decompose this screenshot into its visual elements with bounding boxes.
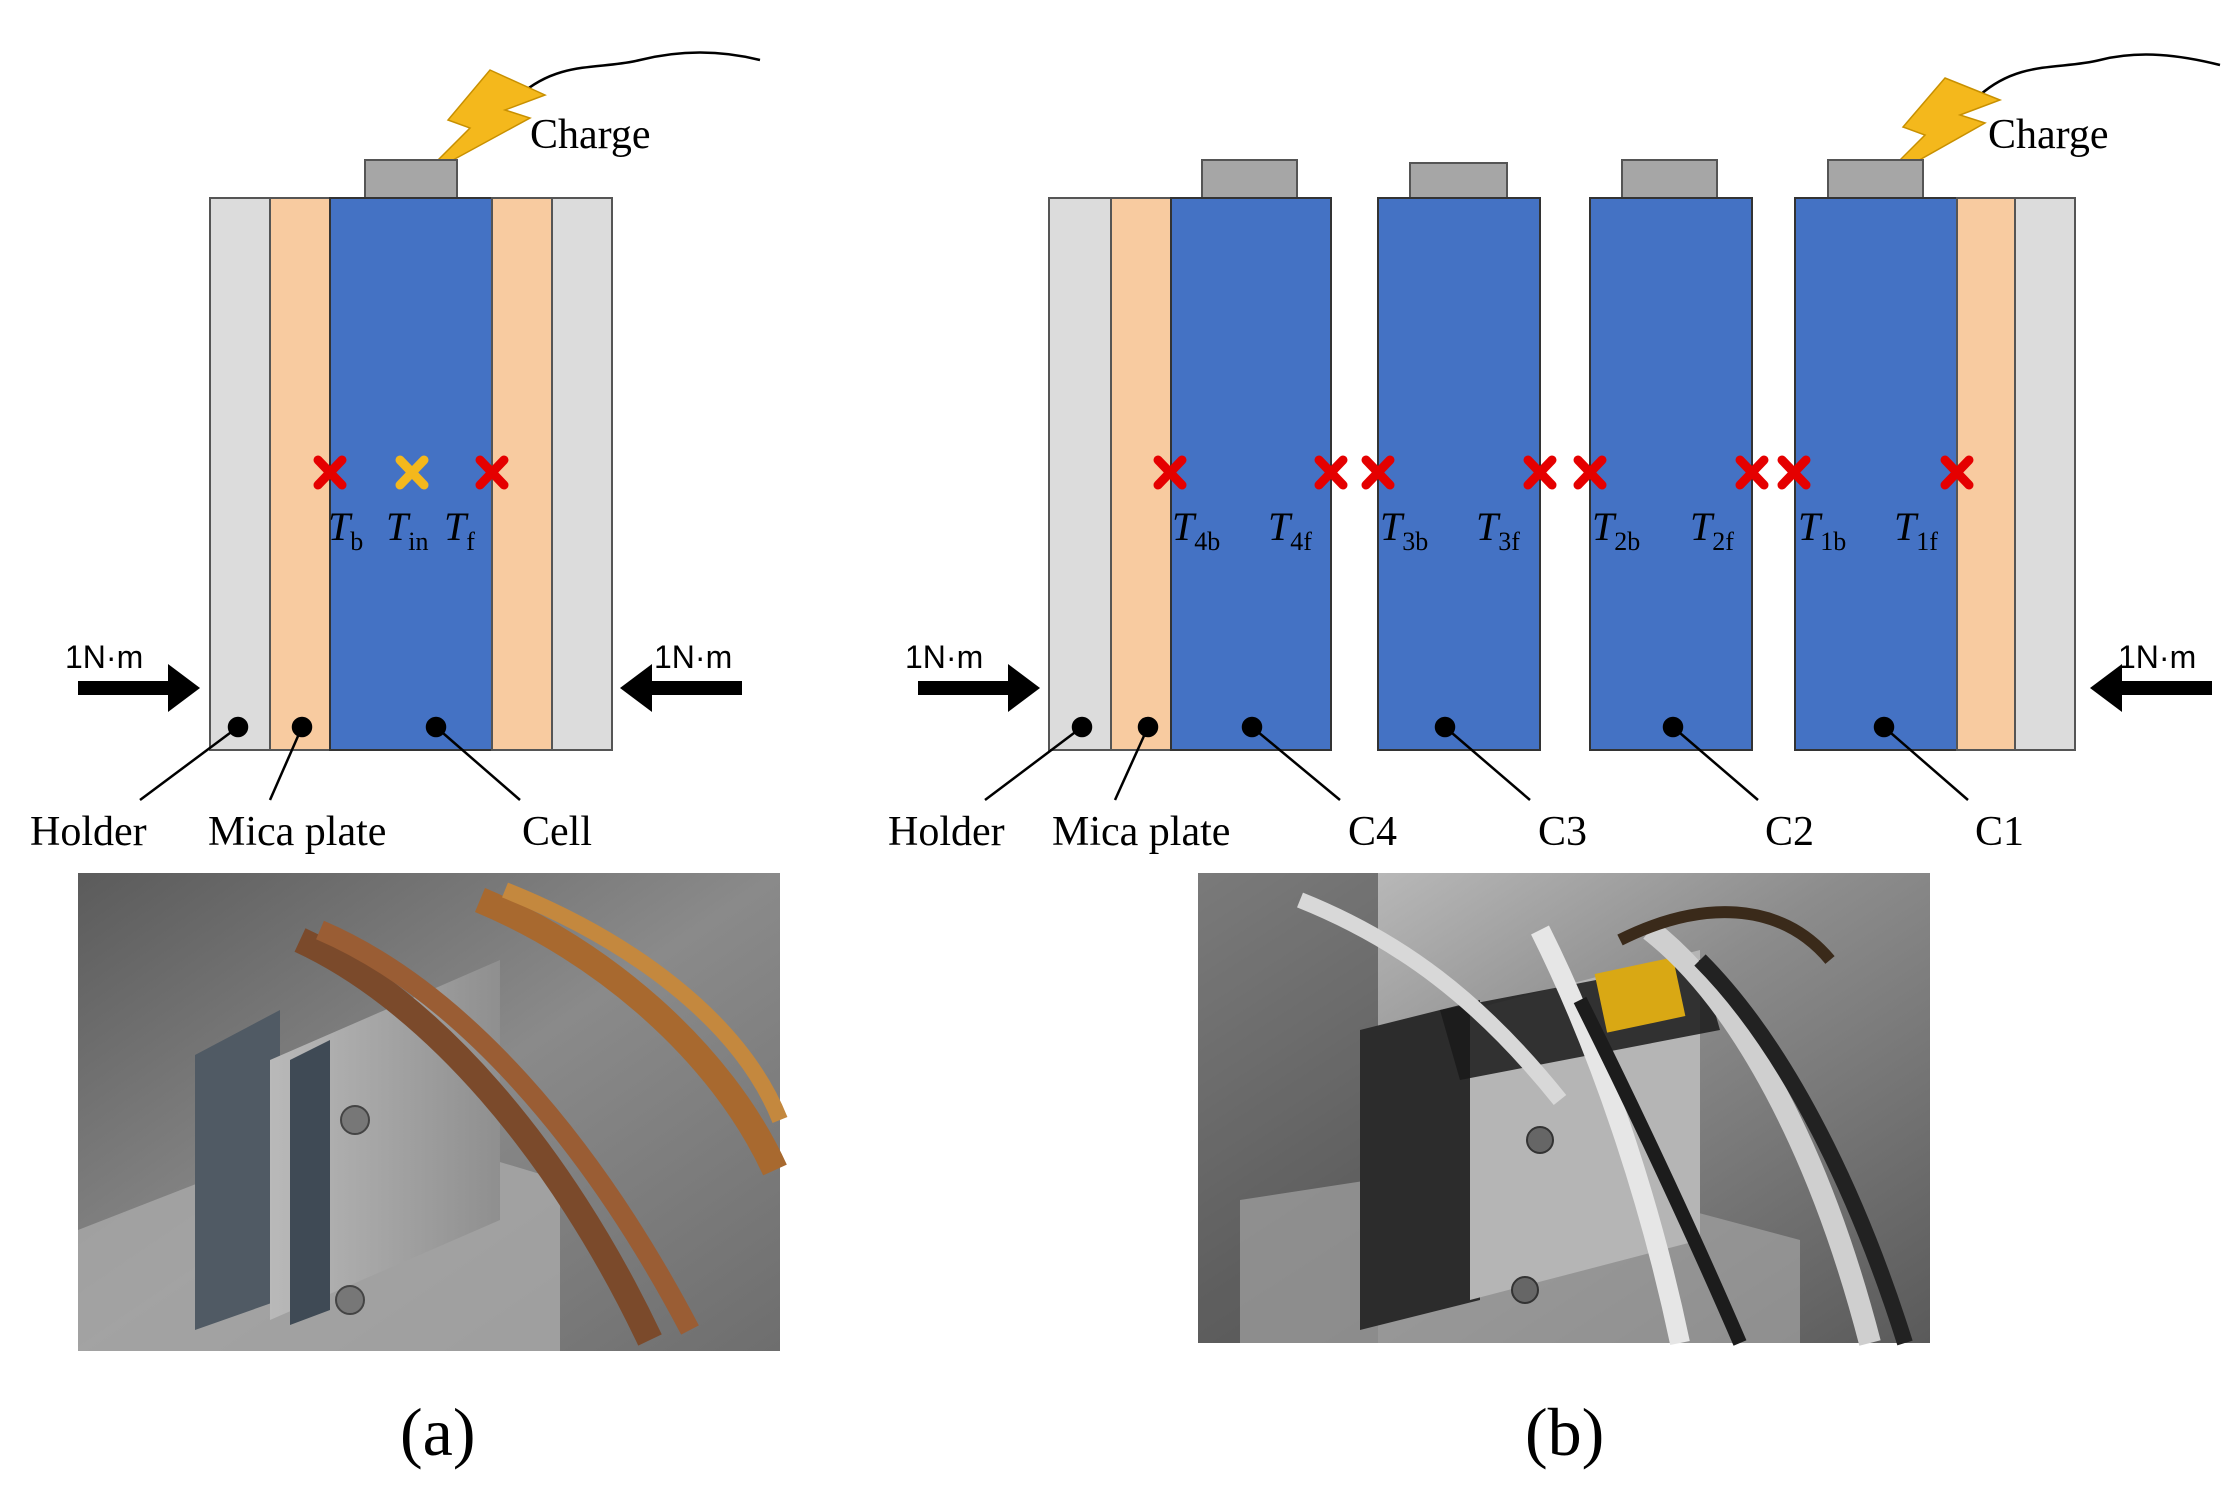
leader-line-c3 [1444, 726, 1531, 801]
terminal-a [364, 159, 458, 199]
leader-line-cell-a [435, 726, 521, 801]
mica-plate-left-a [269, 197, 331, 751]
panel-b: Charge T4b T4f T3b T3f T2b T2f [888, 53, 2221, 1470]
holder-right-b [2014, 197, 2076, 751]
torque-label-right-a: 1N·m [654, 639, 732, 675]
label-holder-b: Holder [888, 809, 1005, 855]
sensor-label-t2b: T2b [1592, 504, 1640, 556]
leader-line-holder-b [984, 726, 1083, 801]
torque-label-right-b: 1N·m [2118, 639, 2196, 675]
charge-label-a: Charge [530, 112, 651, 158]
sensor-mark-tin [395, 455, 429, 490]
leader-line-mica-a [268, 726, 304, 801]
label-cell-a: Cell [522, 809, 592, 855]
sensor-mark-t3b [1361, 455, 1395, 490]
charge-wire-b [1979, 53, 2221, 96]
charge-wire-a [519, 51, 761, 96]
sensor-label-t1b: T1b [1798, 504, 1846, 556]
torque-label-left-b: 1N·m [905, 639, 983, 675]
sensor-mark-t4b [1153, 455, 1187, 490]
mica-plate-right-a [491, 197, 553, 751]
sensor-label-t3b: T3b [1380, 504, 1428, 556]
arrow-right-icon [78, 664, 200, 712]
mica-plate-right-b [1956, 197, 2016, 751]
leader-line-holder-a [139, 725, 239, 802]
sensor-mark-tb [313, 455, 347, 490]
sensor-mark-t2f [1735, 455, 1769, 490]
leader-line-c1 [1883, 726, 1969, 801]
cell-c3 [1377, 197, 1541, 751]
sensor-label-t4b: T4b [1172, 504, 1220, 556]
sensor-mark-t1b [1777, 455, 1811, 490]
lightning-bolt-icon-b [1874, 77, 2003, 186]
panel-a: Charge Tb Tin Tf 1N·m 1N·m [30, 51, 788, 1470]
mica-plate-left-b [1110, 197, 1172, 751]
sensor-label-t2f: T2f [1690, 504, 1734, 556]
sensor-mark-t3f [1523, 455, 1557, 490]
cell-c2 [1589, 197, 1753, 751]
sensor-mark-tf [475, 455, 509, 490]
sensor-label-tin: Tin [386, 504, 428, 556]
arrow-right-icon-b [918, 664, 1040, 712]
sensor-mark-t2b [1573, 455, 1607, 490]
label-mica-b: Mica plate [1052, 809, 1230, 855]
label-c3: C3 [1538, 809, 1587, 855]
arrow-left-icon-b [2090, 664, 2212, 712]
holder-left-a [209, 197, 271, 751]
cell-c1 [1794, 197, 1958, 751]
sensor-mark-t1f [1940, 455, 1974, 490]
photo-a [78, 873, 788, 1351]
terminal-c1 [1827, 159, 1924, 199]
arrow-left-icon [620, 664, 742, 712]
cell-c4 [1170, 197, 1332, 751]
sensor-label-tf: Tf [444, 504, 475, 556]
terminal-c2 [1621, 159, 1718, 199]
label-c4: C4 [1348, 809, 1397, 855]
label-c2: C2 [1765, 809, 1814, 855]
label-mica-a: Mica plate [208, 809, 386, 855]
terminal-c3 [1409, 162, 1508, 199]
torque-label-left-a: 1N·m [65, 639, 143, 675]
holder-right-a [551, 197, 613, 751]
leader-line-mica-b [1113, 726, 1150, 801]
label-holder-a: Holder [30, 809, 147, 855]
lightning-bolt-icon [419, 69, 547, 179]
sensor-label-t4f: T4f [1268, 504, 1312, 556]
sensor-label-tb: Tb [328, 504, 363, 556]
leader-line-c4 [1251, 726, 1341, 801]
sensor-mark-t4f [1314, 455, 1348, 490]
caption-b: (b) [1525, 1394, 1604, 1470]
caption-a: (a) [400, 1394, 475, 1470]
sensor-label-t3f: T3f [1476, 504, 1520, 556]
sensor-label-t1f: T1f [1894, 504, 1938, 556]
leader-line-c2 [1672, 726, 1759, 801]
charge-label-b: Charge [1988, 112, 2109, 158]
terminal-c4 [1201, 159, 1298, 199]
label-c1: C1 [1975, 809, 2024, 855]
photo-b [1198, 873, 1930, 1346]
holder-left-b [1048, 197, 1112, 751]
